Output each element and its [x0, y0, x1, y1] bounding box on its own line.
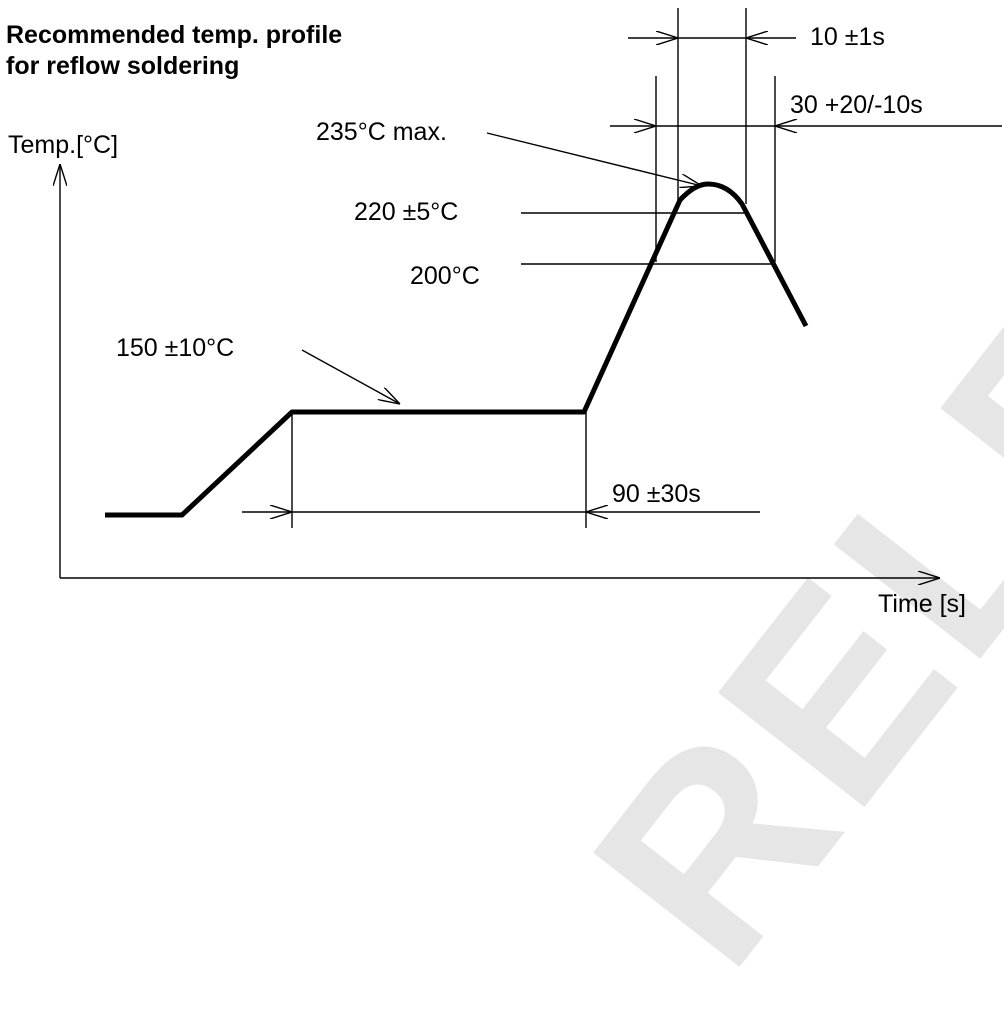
leader-arrows [301, 132, 702, 404]
above-200-duration-label: 30 +20/-10s [790, 91, 923, 119]
dimension-lines [242, 38, 1002, 512]
x-axis-label: Time [s] [878, 590, 966, 618]
peak-window-label: 10 ±1s [810, 23, 885, 51]
y-axis-label: Temp.[°C] [8, 131, 119, 159]
vertical-reference-lines [291, 8, 776, 528]
diagram-title: Recommended temp. profile for reflow sol… [6, 20, 342, 82]
axes [60, 164, 940, 578]
profile-drawing [0, 8, 1002, 628]
preheat-duration-label: 90 ±30s [612, 480, 701, 508]
peak-max-label: 235°C max. [316, 118, 447, 146]
title-line-2: for reflow soldering [6, 52, 240, 80]
preheat-level-leader [301, 349, 400, 404]
temperature-profile-curve [105, 181, 809, 518]
title-line-1: Recommended temp. profile [6, 21, 343, 49]
peak-max-leader [486, 132, 702, 186]
peak-level-label: 220 ±5°C [354, 198, 459, 226]
liquidus-level-label: 200°C [410, 262, 480, 290]
preheat-level-label: 150 ±10°C [116, 334, 235, 362]
